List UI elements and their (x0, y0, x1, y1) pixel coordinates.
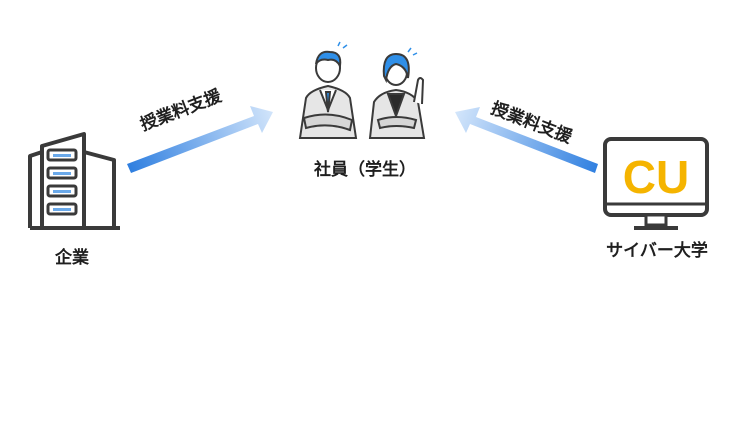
arrow-right-shape (455, 107, 598, 173)
cu-logo: CU (623, 151, 689, 203)
building-icon (28, 132, 120, 230)
employees-label: 社員（学生） (314, 160, 416, 180)
company-label: 企業 (55, 248, 89, 268)
monitor-icon: CU (603, 137, 709, 230)
university-label: サイバー大学 (606, 241, 708, 261)
employees-icon (298, 41, 426, 139)
